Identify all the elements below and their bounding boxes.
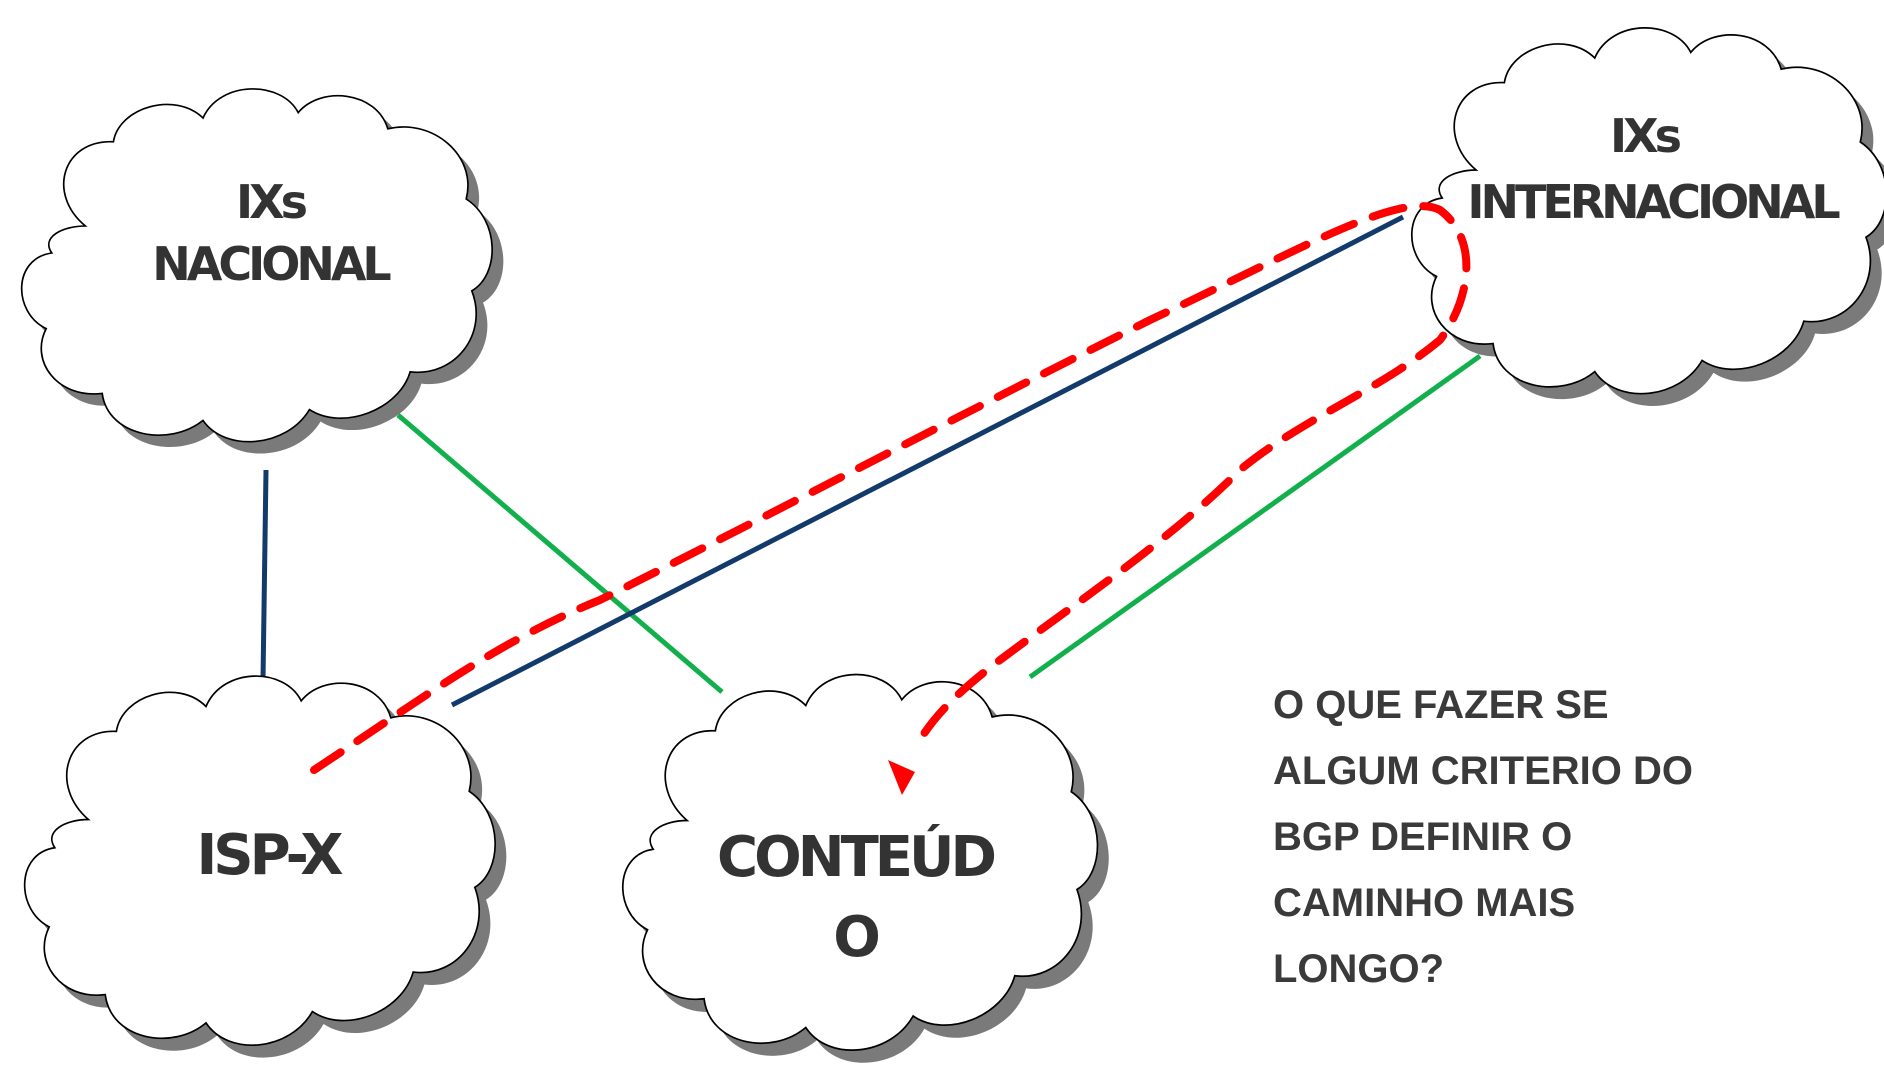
link-isp-ixint xyxy=(450,214,1405,708)
label-conteudo-line1: CONTEÚD xyxy=(717,825,994,890)
link-ixnac-conteudo xyxy=(396,413,724,694)
label-isp-x: ISP-X xyxy=(196,823,343,888)
label-ix-internacional-line1: IXs xyxy=(1610,109,1681,163)
route-arrowhead xyxy=(888,760,915,795)
label-ix-nacional-line1: IXs xyxy=(236,175,307,229)
label-ix-internacional-line2: INTERNACIONAL xyxy=(1467,175,1840,229)
dashed-route-path xyxy=(310,202,1471,774)
label-conteudo-line2: O xyxy=(833,905,878,970)
label-ix-nacional-line2: NACIONAL xyxy=(152,237,391,291)
bgp-question-text: O QUE FAZER SE ALGUM CRITERIO DO BGP DEF… xyxy=(1273,683,1693,991)
link-conteudo-ixint xyxy=(1028,353,1482,680)
link-ixnac-isp xyxy=(260,469,269,681)
